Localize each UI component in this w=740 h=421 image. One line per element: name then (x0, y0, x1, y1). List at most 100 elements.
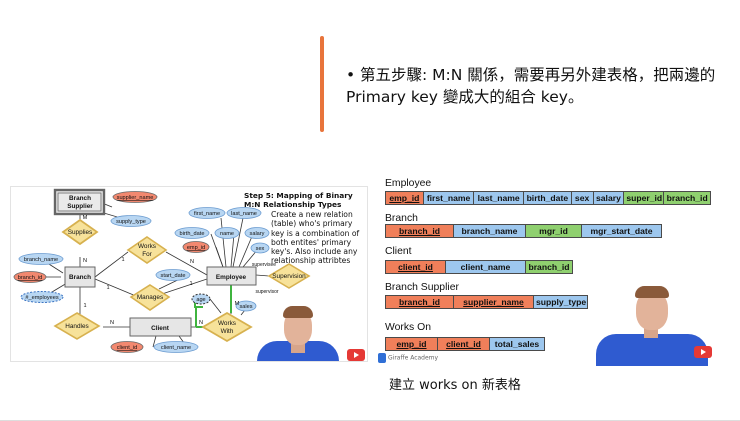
text-birth-date: birth_date (180, 231, 205, 237)
text-client-name: client_name (161, 345, 191, 351)
label-supervision: Supervision (272, 273, 306, 280)
card-n2: N (190, 259, 194, 265)
table-branch-supplier: branch_id supplier_name supply_type (385, 295, 588, 309)
label-branch-supplier-1: Branch (69, 195, 91, 202)
col-supplier-name: supplier_name (454, 296, 534, 308)
label-branch: Branch (69, 274, 91, 281)
presenter-webcam-left (253, 297, 343, 361)
text-sales: sales (239, 304, 252, 310)
text-salary: salary (250, 231, 265, 237)
slide-bullet: •第五步驟: M:N 關係，需要再另外建表格，把兩邊的 Primary key … (346, 64, 718, 108)
table-name-branch-supplier: Branch Supplier (385, 282, 459, 293)
text-name: name (220, 231, 234, 237)
label-works-with-1: Works (218, 320, 236, 327)
bullet-text: 第五步驟: M:N 關係，需要再另外建表格，把兩邊的 Primary key 變… (346, 66, 716, 106)
attr-client-id (110, 341, 144, 353)
relation-supervision (267, 263, 311, 289)
relation-works-for (126, 236, 168, 264)
label-supplies: Supplies (68, 229, 93, 236)
text-supervisor: supervisor (255, 289, 278, 295)
col-branch-id: branch_id (386, 296, 454, 308)
label-handles: Handles (65, 323, 88, 330)
attr-sales (235, 300, 257, 312)
table-name-branch: Branch (385, 213, 418, 224)
step-body: Create a new relation (table) who's prim… (271, 210, 360, 266)
giraffe-icon (378, 353, 386, 363)
col-mgr-id: mgr_id (526, 225, 582, 237)
col-mgr-start-date: mgr_start_date (582, 225, 661, 237)
label-branch-supplier-2: Supplier (67, 203, 93, 210)
table-works-on: emp_id client_id total_sales (385, 337, 545, 351)
col-salary: salary (593, 192, 625, 204)
relation-manages (129, 284, 171, 311)
text-client-id: client_id (117, 345, 138, 351)
presenter-hair (635, 286, 669, 298)
text-first-name: first_name (194, 211, 220, 217)
relation-supplies (61, 218, 99, 246)
col-branch-id: branch_id (526, 261, 572, 273)
label-works-for-1: Works (138, 243, 156, 250)
accent-bar (320, 36, 324, 132)
col-branch-id: branch_id (664, 192, 710, 204)
col-super-id: super_id (624, 192, 665, 204)
text-sex: sex (256, 246, 265, 252)
card-one-c: 1 (189, 281, 192, 287)
attr-emp-id (182, 241, 210, 253)
slide-caption: 建立 works on 新表格 (389, 378, 521, 393)
attr-branch-name (18, 253, 64, 265)
presenter-webcam-right (592, 278, 712, 366)
col-supply-type: supply_type (534, 296, 587, 308)
youtube-play-icon[interactable] (347, 349, 365, 361)
label-works-with-2: With (221, 328, 234, 335)
col-client-id: client_id (438, 338, 490, 350)
card-n3: N (110, 320, 114, 326)
attr-first-name (188, 207, 226, 219)
text-emp-id: emp_id (187, 245, 205, 251)
attr-sex (250, 242, 270, 254)
er-diagram-video[interactable]: Branch Supplier Branch Employee Client S… (10, 186, 368, 362)
text-num-employees: #_employees (25, 295, 58, 301)
label-works-for-2: For (142, 251, 152, 258)
entity-employee (206, 266, 257, 286)
text-branch-name: branch_name (24, 257, 58, 263)
attr-supply-type (110, 215, 152, 227)
presenter-hair (283, 306, 313, 318)
table-employee: emp_id first_name last_name birth_date s… (385, 191, 711, 205)
attr-client-name (153, 341, 199, 353)
er-diagram: Branch Supplier Branch Employee Client S… (13, 188, 311, 353)
col-total-sales: total_sales (490, 338, 544, 350)
card-m1: M (83, 215, 88, 221)
attr-supplier-name (112, 191, 158, 203)
table-client: client_id client_name branch_id (385, 260, 573, 274)
col-sex: sex (571, 192, 594, 204)
attr-salary (244, 227, 270, 239)
label-employee: Employee (216, 274, 247, 281)
col-branch-id: branch_id (386, 225, 454, 237)
col-birth-date: birth_date (524, 192, 572, 204)
attr-birth-date (174, 227, 210, 239)
attr-last-name (226, 207, 262, 219)
col-emp-id: emp_id (386, 192, 424, 204)
card-m2: M (235, 301, 240, 307)
attr-branch-id (13, 271, 47, 283)
text-branch-id: branch_id (18, 275, 43, 281)
col-last-name: last_name (474, 192, 525, 204)
card-one-a: 1 (121, 257, 124, 263)
table-name-works-on: Works On (385, 322, 431, 333)
text-supplier-name: supplier_name (117, 195, 154, 201)
academy-name: Giraffe Academy (388, 354, 439, 362)
relation-works-with (201, 311, 253, 343)
table-name-employee: Employee (385, 178, 432, 189)
card-n1: N (83, 258, 87, 264)
entity-branch (64, 266, 96, 288)
table-branch: branch_id branch_name mgr_id mgr_start_d… (385, 224, 662, 238)
entity-branch-supplier (53, 188, 106, 216)
col-client-id: client_id (386, 261, 446, 273)
youtube-play-icon[interactable] (694, 346, 712, 358)
text-start-date: start_date (161, 273, 186, 279)
card-one-d: 1 (83, 303, 86, 309)
table-name-client: Client (385, 246, 412, 257)
attr-start-date (155, 269, 191, 281)
label-manages: Manages (137, 294, 163, 301)
